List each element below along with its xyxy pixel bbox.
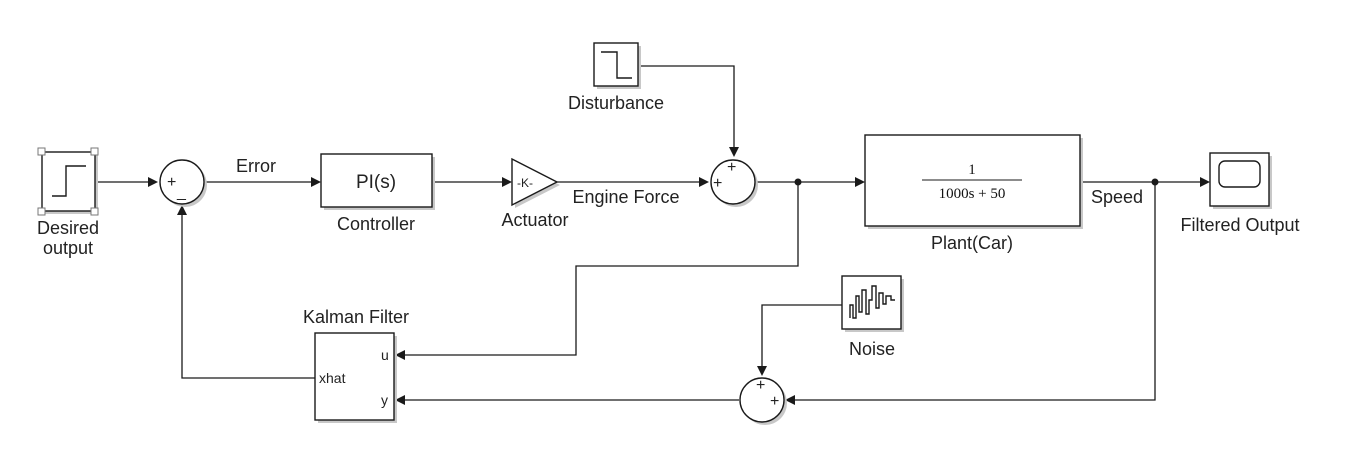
- plant-block[interactable]: 1 1000s + 50: [864, 134, 1083, 229]
- wire-disturbance[interactable]: [640, 65, 735, 147]
- wire-speed-to-sum3[interactable]: [795, 182, 1156, 401]
- filtered-output-label: Filtered Output: [1180, 215, 1299, 235]
- kalman-filter-label: Kalman Filter: [303, 307, 409, 327]
- arrowhead: [729, 147, 739, 157]
- arrowhead: [855, 177, 865, 187]
- step-icon: [52, 165, 86, 197]
- arrowhead: [502, 177, 512, 187]
- step-icon: [601, 51, 632, 79]
- sum2-top-sign: +: [727, 159, 736, 176]
- controller-label: Controller: [337, 214, 415, 234]
- actuator-gain: -K-: [517, 176, 533, 190]
- kalman-port-y: y: [381, 392, 388, 408]
- kalman-port-u: u: [381, 347, 389, 363]
- sum3-right-sign: +: [770, 393, 779, 410]
- transfer-function: 1 1000s + 50: [922, 162, 1022, 202]
- sum2-block[interactable]: + +: [710, 159, 758, 207]
- sum3-top-sign: +: [756, 377, 765, 394]
- arrowhead: [395, 395, 405, 405]
- arrowhead: [1200, 177, 1210, 187]
- sum2-left-sign: +: [713, 175, 722, 192]
- arrowhead: [311, 177, 321, 187]
- controller-expression: PI(s): [356, 172, 396, 193]
- plant-label: Plant(Car): [931, 233, 1013, 253]
- arrowhead: [757, 366, 767, 376]
- filtered-output-block[interactable]: [1209, 152, 1272, 209]
- sum3-block[interactable]: + +: [739, 377, 787, 425]
- branch-point: [1151, 178, 1159, 186]
- kalman-filter-block[interactable]: u y xhat: [314, 332, 397, 423]
- scope-icon: [1218, 160, 1261, 188]
- arrowhead: [699, 177, 709, 187]
- branch-point: [794, 178, 802, 186]
- plant-denominator: 1000s + 50: [939, 186, 1006, 202]
- random-noise-icon: [849, 285, 895, 319]
- sum1-block[interactable]: + _: [159, 159, 207, 207]
- arrowhead: [177, 205, 187, 215]
- sum1-minus-sign: _: [176, 184, 187, 201]
- desired-output-block[interactable]: [37, 147, 99, 216]
- sum1-plus-sign: +: [167, 174, 176, 191]
- plant-numerator: 1: [968, 162, 976, 178]
- signal-label-engine-force: Engine Force: [572, 187, 679, 207]
- signal-label-error: Error: [236, 156, 276, 176]
- noise-label: Noise: [849, 339, 895, 359]
- wire-noise[interactable]: [761, 304, 842, 366]
- kalman-port-xhat: xhat: [319, 370, 346, 386]
- controller-block[interactable]: PI(s): [320, 153, 435, 210]
- arrowhead: [395, 350, 405, 360]
- arrowhead: [785, 395, 795, 405]
- disturbance-block[interactable]: [593, 42, 641, 89]
- wire-xhat-feedback[interactable]: [181, 215, 315, 379]
- actuator-label: Actuator: [501, 210, 568, 230]
- selection-handles: [37, 147, 99, 216]
- signal-label-speed: Speed: [1091, 187, 1143, 207]
- noise-block[interactable]: [841, 275, 904, 332]
- signal-lines: [96, 65, 1210, 405]
- arrowhead: [148, 177, 158, 187]
- actuator-block[interactable]: -K-: [511, 157, 560, 208]
- wire-force-to-kalman-u[interactable]: [405, 182, 799, 356]
- disturbance-label: Disturbance: [568, 93, 664, 113]
